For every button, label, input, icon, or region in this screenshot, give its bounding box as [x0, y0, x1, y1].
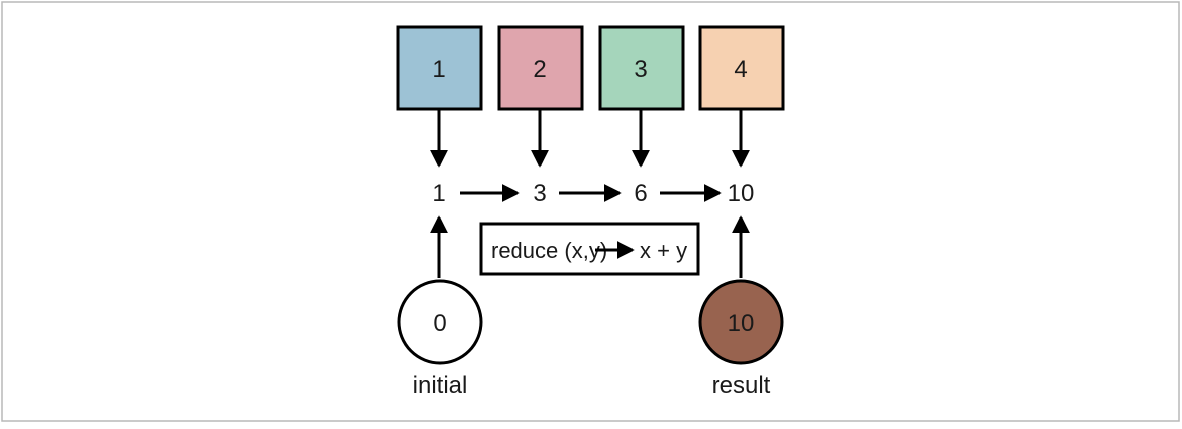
initial-node: 0 [397, 279, 483, 365]
input-box-2: 2 [497, 25, 584, 111]
result-node: 10 [698, 279, 784, 365]
operation-box: reduce (x,y) x + y [479, 222, 700, 276]
operation-prefix: reduce (x,y) [491, 238, 607, 263]
running-total-4: 10 [728, 180, 755, 207]
initial-label: initial [413, 372, 468, 399]
input-value-2: 2 [533, 56, 546, 83]
input-value-4: 4 [734, 56, 747, 83]
input-value-3: 3 [634, 56, 647, 83]
diagram-frame [1, 1, 1180, 422]
initial-value: 0 [433, 310, 446, 337]
input-box-1: 1 [396, 25, 483, 111]
running-total-2: 3 [533, 180, 546, 207]
operation-expression: x + y [640, 238, 687, 263]
input-box-3: 3 [598, 25, 685, 111]
input-value-1: 1 [432, 56, 445, 83]
running-total-3: 6 [634, 180, 647, 207]
result-label: result [712, 372, 771, 399]
result-value: 10 [728, 310, 755, 337]
input-box-4: 4 [698, 25, 785, 111]
running-total-1: 1 [432, 180, 445, 207]
